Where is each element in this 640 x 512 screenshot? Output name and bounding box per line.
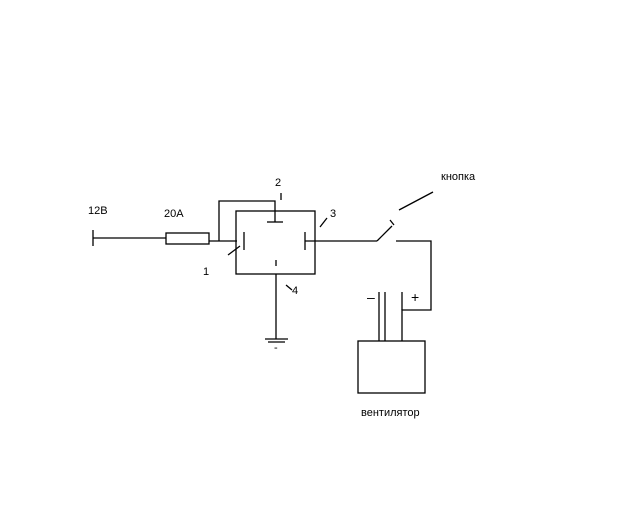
- relay-pin-1: [227, 232, 245, 256]
- push-button-switch: [376, 191, 434, 242]
- ground-sign: -: [274, 342, 278, 354]
- fan-label: вентилятор: [361, 407, 420, 419]
- fan-minus-terminal: [378, 292, 386, 341]
- voltage-label: 12В: [88, 205, 108, 217]
- pin-4-label: 4: [292, 285, 298, 297]
- switch-to-fan-wire: [396, 240, 432, 341]
- button-label: кнопка: [441, 171, 476, 183]
- relay-pin-4: [275, 260, 293, 291]
- pin-2-label: 2: [275, 177, 281, 189]
- pin-1-to-pin-2-jumper: [218, 200, 276, 241]
- ground-symbol: [265, 338, 288, 343]
- fan-minus-sign: –: [367, 289, 375, 305]
- pin-3-label: 3: [330, 208, 336, 220]
- fuse-label: 20А: [164, 208, 184, 220]
- pin-1-label: 1: [203, 266, 209, 278]
- relay-pin-3: [304, 217, 328, 250]
- power-supply-terminal: [92, 230, 166, 246]
- fan-plus-sign: +: [411, 289, 419, 305]
- fan-body: [357, 340, 426, 394]
- fuse: [165, 232, 210, 245]
